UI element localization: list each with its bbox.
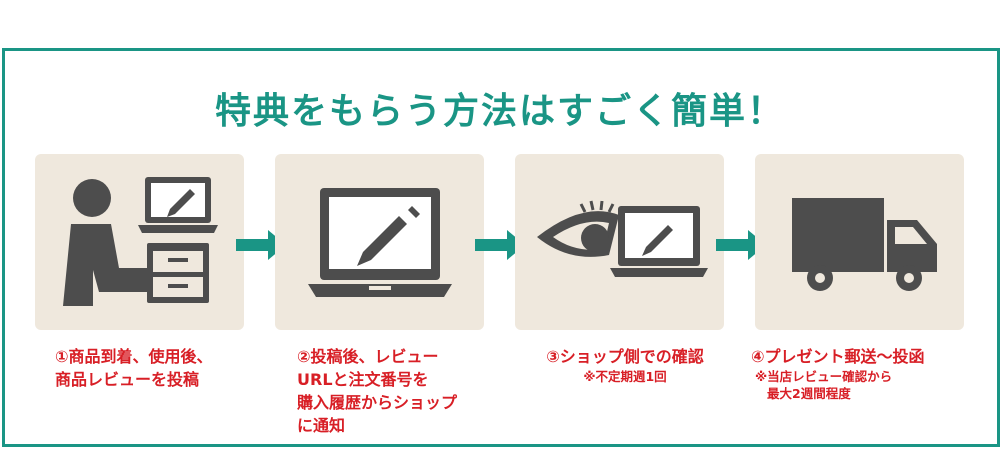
step-3-caption: ③ショップ側での確認 ※不定期週1回 (525, 345, 725, 385)
pencil-icon (167, 189, 195, 217)
eye-icon (537, 200, 619, 257)
box-icon (147, 243, 209, 303)
truck-icon (792, 198, 937, 291)
content-frame (2, 48, 1000, 447)
step-4-card (755, 154, 964, 330)
step-4-caption: ④プレゼント郵送～投函 ※当店レビュー確認から 最大2週間程度 (751, 345, 981, 402)
step-4-line-1: ④プレゼント郵送～投函 (751, 347, 925, 366)
step-2-caption: ②投稿後、レビュー URLと注文番号を 購入履歴からショップ に通知 (297, 345, 497, 437)
person-icon (63, 179, 149, 306)
step-arrow-2 (475, 230, 527, 264)
step-1-line-2: 商品レビューを投稿 (55, 370, 200, 389)
step-2-line-1: ②投稿後、レビュー (297, 347, 439, 366)
step-2-line-2: URLと注文番号を (297, 370, 429, 389)
step-4-note-2: 最大2週間程度 (767, 386, 851, 401)
step-4-note-1: ※当店レビュー確認から (755, 369, 893, 384)
laptop-icon (138, 177, 218, 233)
headline: 特典をもらう方法はすごく簡単！ (214, 91, 785, 132)
step-3-note-1: ※不定期週1回 (583, 369, 667, 384)
step-1-caption: ①商品到着、使用後、 商品レビューを投稿 (55, 345, 245, 391)
step-3-line-1: ③ショップ側での確認 (546, 347, 704, 366)
step-arrow-3 (716, 230, 768, 264)
step-1-card (35, 154, 244, 330)
step-2-line-4: に通知 (297, 416, 346, 435)
step-1-line-1: ①商品到着、使用後、 (55, 347, 213, 366)
step-3-card (515, 154, 724, 330)
step-2-card (275, 154, 484, 330)
pencil-icon (642, 225, 673, 256)
step-arrow-1 (236, 230, 288, 264)
pencil-icon (357, 206, 420, 266)
step-2-line-3: 購入履歴からショップ (297, 393, 458, 412)
